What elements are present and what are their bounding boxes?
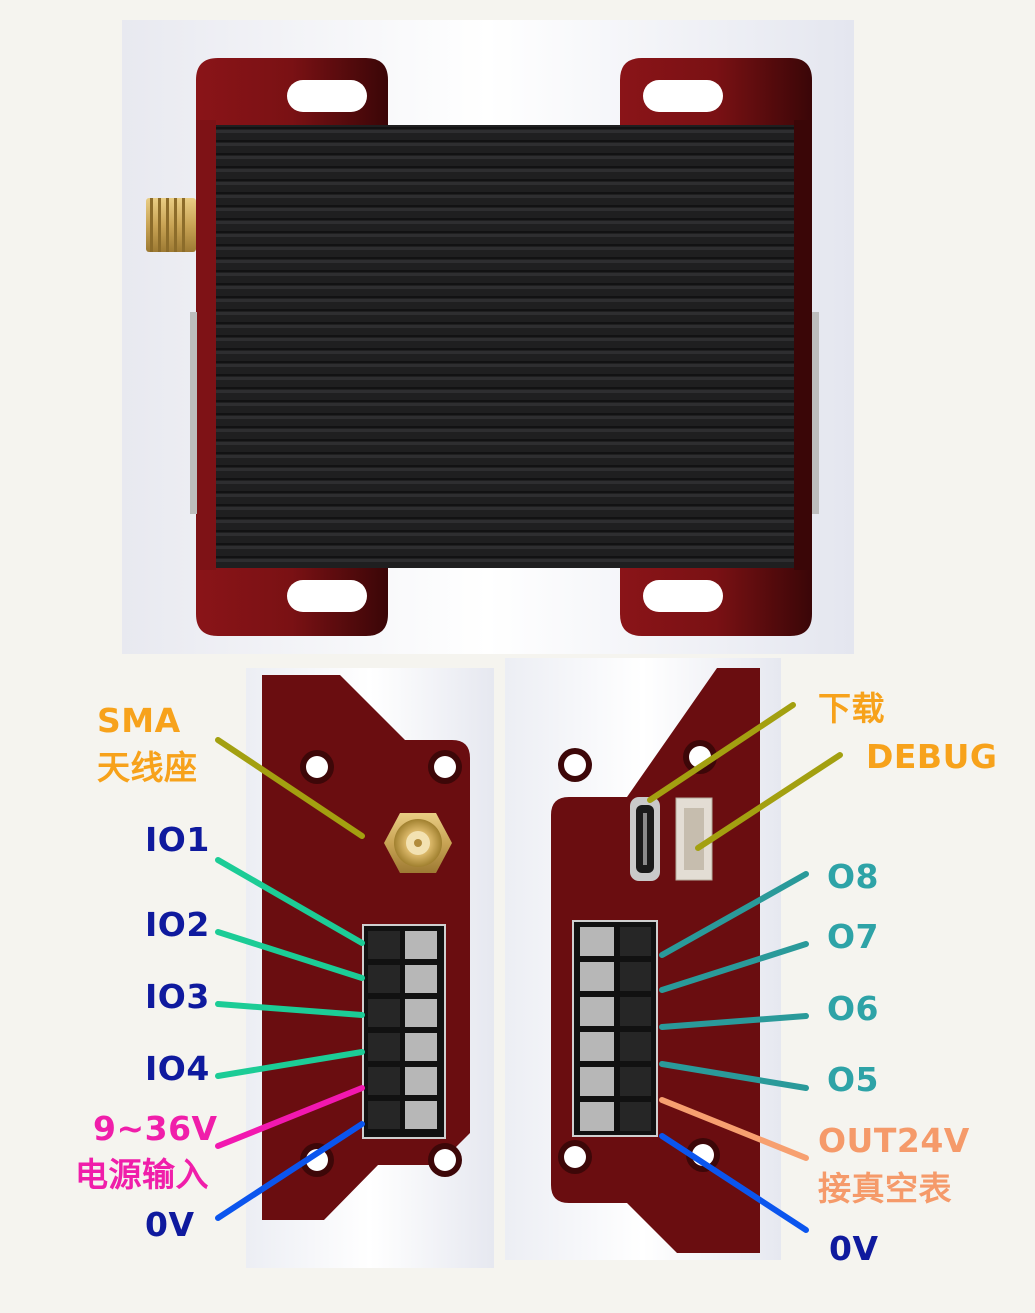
label-io2: IO2 [145, 905, 210, 944]
label-power-input: 电源输入 [75, 1155, 209, 1194]
mount-slot [643, 580, 723, 612]
label-o8: O8 [827, 857, 880, 896]
leader-debug [695, 752, 843, 851]
leader-io2 [215, 929, 365, 981]
label-o5: O5 [827, 1060, 880, 1099]
leader-gnd-right [659, 1133, 809, 1233]
left-terminal-block [362, 924, 446, 1139]
right-terminal-block [572, 920, 658, 1137]
label-download: 下载 [818, 689, 885, 728]
leader-o5 [659, 1061, 809, 1091]
heatsink [216, 125, 794, 568]
leader-o6 [659, 1013, 809, 1030]
label-vacuum-gauge: 接真空表 [818, 1169, 952, 1208]
label-o6: O6 [827, 989, 880, 1028]
right-end-view [505, 658, 781, 1260]
label-power-voltage: 9~36V [93, 1109, 218, 1148]
leader-out24v [659, 1097, 809, 1161]
label-o7: O7 [827, 917, 880, 956]
label-gnd-left: 0V [145, 1205, 195, 1244]
leader-gnd-left [215, 1121, 365, 1221]
label-gnd-right: 0V [829, 1229, 879, 1268]
label-antenna-seat: 天线座 [97, 748, 198, 787]
leader-o8 [659, 871, 809, 958]
label-out24v: OUT24V [818, 1121, 970, 1160]
leader-o7 [659, 941, 809, 993]
mount-slot [287, 80, 367, 112]
sma-connector-front [384, 813, 452, 873]
label-io1: IO1 [145, 820, 210, 859]
leader-io3 [215, 1001, 365, 1018]
leader-power [215, 1085, 365, 1149]
label-sma: SMA [97, 701, 181, 740]
label-debug: DEBUG [866, 737, 998, 776]
mount-slot [287, 580, 367, 612]
mount-slot [643, 80, 723, 112]
sma-connector-top [146, 198, 196, 252]
debug-header [675, 797, 713, 881]
label-io3: IO3 [145, 977, 210, 1016]
leader-io1 [215, 857, 365, 946]
usb-port [630, 797, 660, 881]
leader-download [647, 702, 796, 803]
top-view [122, 20, 854, 654]
leader-io4 [215, 1049, 365, 1079]
leader-sma [215, 737, 365, 839]
left-end-view [246, 668, 494, 1268]
label-io4: IO4 [145, 1049, 210, 1088]
